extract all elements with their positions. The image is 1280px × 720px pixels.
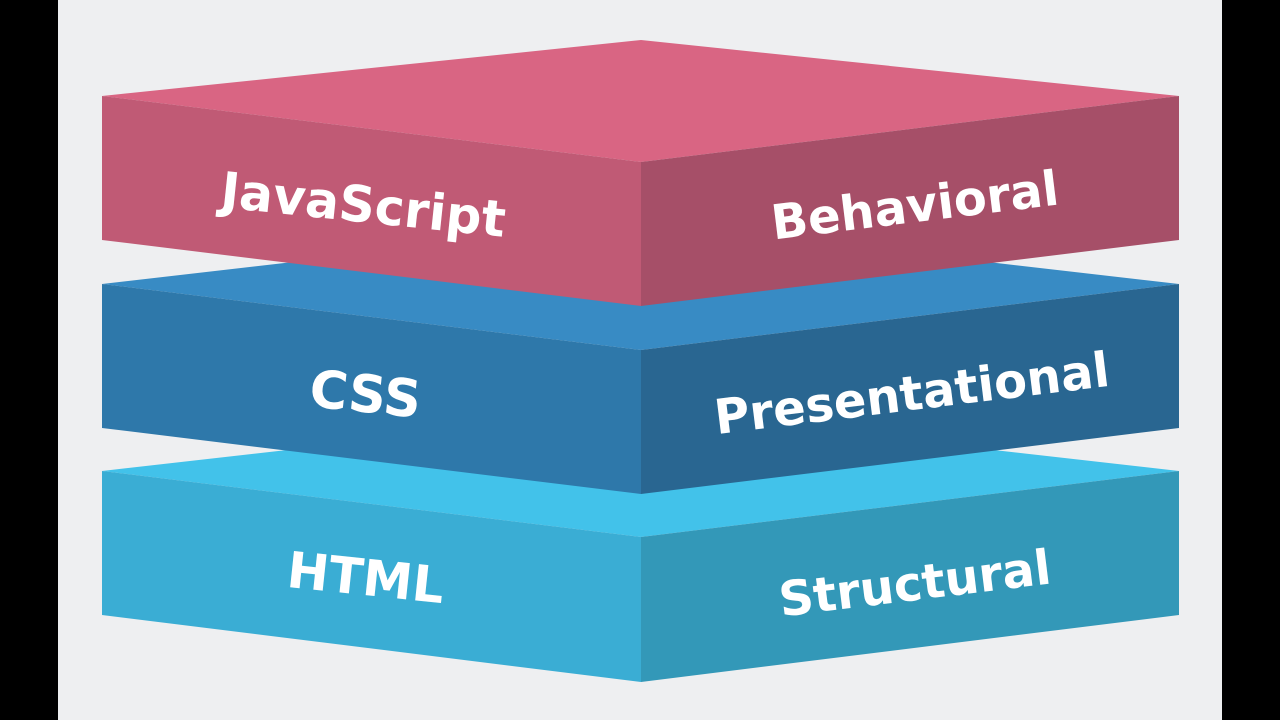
layer-html-right-face xyxy=(641,471,1179,682)
layer-javascript-left-face xyxy=(102,96,641,306)
layer-javascript-right-face xyxy=(641,96,1179,306)
layer-javascript-top-face xyxy=(102,40,1179,162)
layer-css-technology-label: CSS xyxy=(307,359,424,430)
layer-javascript: JavaScript Behavioral xyxy=(102,40,1179,306)
layer-html-left-face xyxy=(102,471,641,682)
layer-css-right-face xyxy=(641,284,1179,494)
layer-css-left-face xyxy=(102,284,641,494)
